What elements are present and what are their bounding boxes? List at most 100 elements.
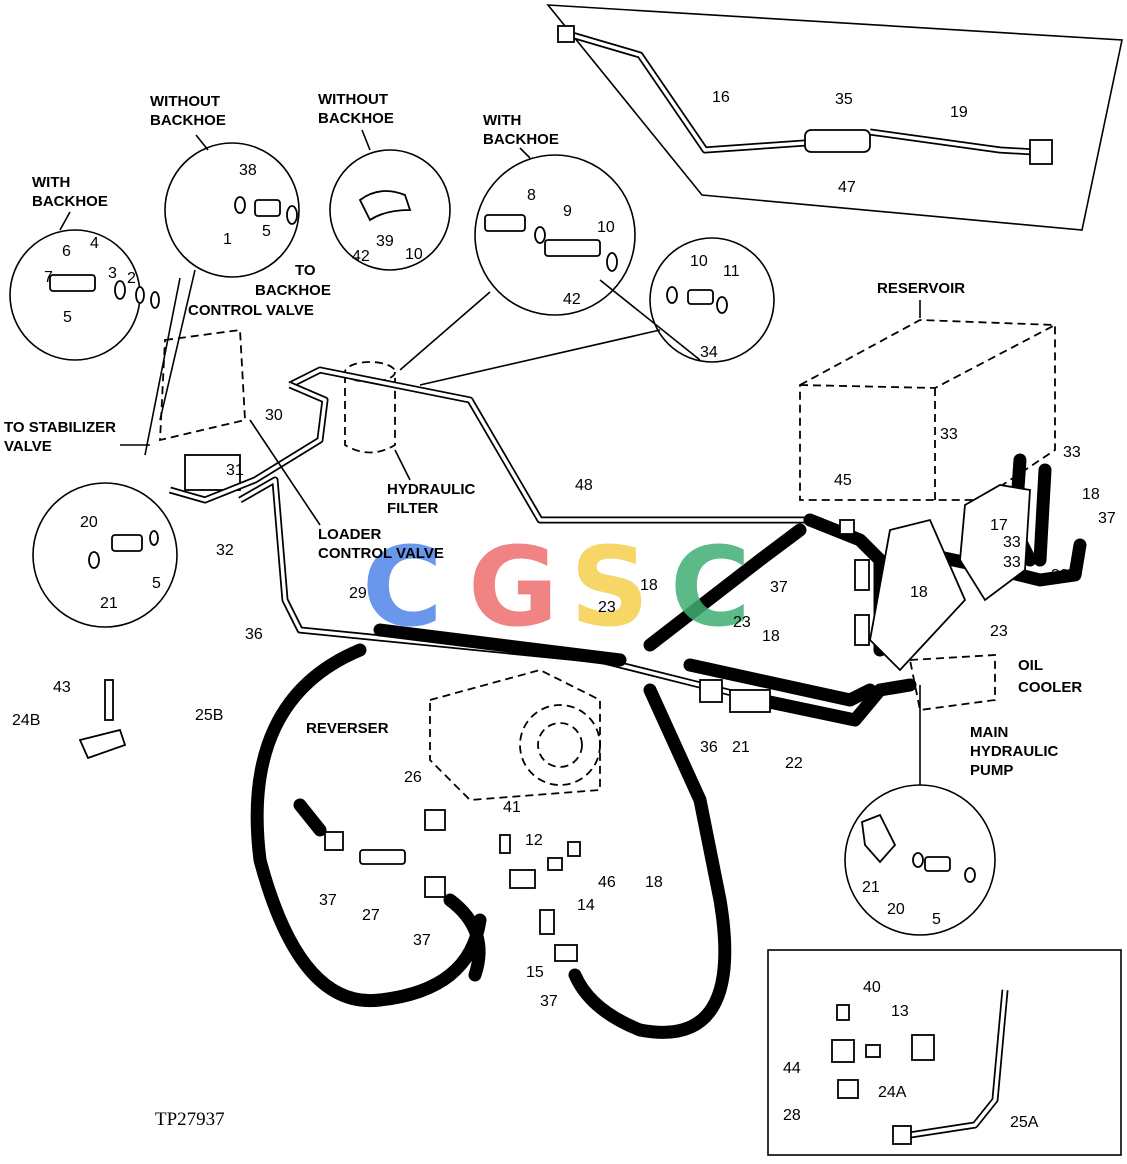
label-reverser: REVERSER xyxy=(306,720,389,737)
callout-40: 40 xyxy=(863,979,881,996)
callout-33b: 33 xyxy=(1063,444,1081,461)
callout-9: 9 xyxy=(563,203,572,220)
callout-20b: 20 xyxy=(887,901,905,918)
callout-30: 30 xyxy=(265,407,283,424)
callout-37a: 37 xyxy=(770,579,788,596)
callout-27: 27 xyxy=(362,907,380,924)
main-hydraulic-pump xyxy=(908,654,996,712)
callout-5b: 5 xyxy=(262,223,271,240)
detail-parts xyxy=(49,190,976,883)
callout-23a: 23 xyxy=(598,599,616,616)
label-to-stabilizer-2: VALVE xyxy=(4,438,52,455)
callout-37d: 37 xyxy=(413,932,431,949)
figure-id: TP27937 xyxy=(155,1109,225,1130)
label-to-backhoe-cv-1: TO xyxy=(295,262,316,279)
label-main-pump-1: MAIN xyxy=(970,724,1008,741)
label-to-backhoe-cv-3: CONTROL VALVE xyxy=(188,302,314,319)
label-oil-cooler-1: OIL xyxy=(1018,657,1043,674)
label-with-backhoe-right-2: BACKHOE xyxy=(483,131,559,148)
watermark-letter-s: S xyxy=(570,523,649,651)
callout-45: 45 xyxy=(834,472,852,489)
callout-38: 38 xyxy=(239,162,257,179)
callout-43: 43 xyxy=(53,679,71,696)
callout-10c: 10 xyxy=(690,253,708,270)
callout-47: 47 xyxy=(838,179,856,196)
callout-35: 35 xyxy=(835,91,853,108)
reverser xyxy=(429,669,601,801)
label-without-backhoe-1-2: BACKHOE xyxy=(150,112,226,129)
watermark: C G S C xyxy=(362,523,751,651)
callout-19: 19 xyxy=(950,104,968,121)
callout-13: 13 xyxy=(891,1003,909,1020)
label-with-backhoe-left-2: BACKHOE xyxy=(32,193,108,210)
callout-8: 8 xyxy=(527,187,536,204)
callout-41: 41 xyxy=(503,799,521,816)
watermark-letter-g: G xyxy=(468,523,558,651)
callout-23c: 23 xyxy=(990,623,1008,640)
callout-33a: 33 xyxy=(940,426,958,443)
callout-39: 39 xyxy=(376,233,394,250)
callout-44: 44 xyxy=(783,1060,801,1077)
callout-18b: 18 xyxy=(762,628,780,645)
callout-10a: 10 xyxy=(597,219,615,236)
callout-37c: 37 xyxy=(319,892,337,909)
callout-33d: 33 xyxy=(1003,554,1021,571)
callout-10b: 10 xyxy=(405,246,423,263)
callout-48: 48 xyxy=(575,477,593,494)
oil-cooler xyxy=(869,518,967,672)
callout-24A: 24A xyxy=(878,1084,907,1101)
hoses xyxy=(250,453,1087,1039)
callout-6: 6 xyxy=(62,243,71,260)
label-hydraulic-filter-2: FILTER xyxy=(387,500,439,517)
callout-22: 22 xyxy=(785,755,803,772)
callout-4: 4 xyxy=(90,235,99,252)
callout-20a: 20 xyxy=(80,514,98,531)
callout-7: 7 xyxy=(44,269,53,286)
callout-numbers: 1 2 3 4 5 5 5 5 6 7 8 9 10 10 10 11 12 1… xyxy=(12,89,1116,1131)
callout-18a: 18 xyxy=(640,577,658,594)
callout-34: 34 xyxy=(700,344,718,361)
callout-5a: 5 xyxy=(63,309,72,326)
leader-lines xyxy=(59,129,921,785)
callout-17: 17 xyxy=(990,517,1008,534)
callout-18c: 18 xyxy=(910,584,928,601)
inset-bottom-right xyxy=(767,949,1122,1156)
callout-21a: 21 xyxy=(100,595,118,612)
label-oil-cooler-2: COOLER xyxy=(1018,679,1082,696)
callout-15: 15 xyxy=(526,964,544,981)
callout-31: 31 xyxy=(226,462,244,479)
callout-28: 28 xyxy=(783,1107,801,1124)
callout-5c: 5 xyxy=(152,575,161,592)
callout-1: 1 xyxy=(223,231,232,248)
callout-21b: 21 xyxy=(732,739,750,756)
section-labels: WITH BACKHOE WITHOUT BACKHOE WITHOUT BAC… xyxy=(4,91,1082,779)
label-to-backhoe-cv-2: BACKHOE xyxy=(255,282,331,299)
callout-14: 14 xyxy=(577,897,595,914)
callout-21c: 21 xyxy=(862,879,880,896)
callout-18e: 18 xyxy=(645,874,663,891)
loader-control-valve xyxy=(159,328,246,491)
label-main-pump-3: PUMP xyxy=(970,762,1013,779)
callout-46: 46 xyxy=(598,874,616,891)
callout-29: 29 xyxy=(349,585,367,602)
callout-32: 32 xyxy=(216,542,234,559)
callout-42a: 42 xyxy=(352,248,370,265)
callout-3: 3 xyxy=(108,265,117,282)
callout-25B: 25B xyxy=(195,707,223,724)
callout-2: 2 xyxy=(127,270,136,287)
label-loader-cv-2: CONTROL VALVE xyxy=(318,545,444,562)
watermark-letter-c2: C xyxy=(670,523,751,651)
label-loader-cv-1: LOADER xyxy=(318,526,382,543)
inset-top-right xyxy=(546,4,1123,231)
callout-16: 16 xyxy=(712,89,730,106)
callout-33e: 33 xyxy=(1051,567,1069,584)
callout-18d: 18 xyxy=(1082,486,1100,503)
callout-24B: 24B xyxy=(12,712,40,729)
label-without-backhoe-2-2: BACKHOE xyxy=(318,110,394,127)
callout-26: 26 xyxy=(404,769,422,786)
callout-37b: 37 xyxy=(1098,510,1116,527)
loose-parts xyxy=(78,519,870,962)
callout-37e: 37 xyxy=(540,993,558,1010)
callout-11: 11 xyxy=(723,263,740,280)
watermark-letter-c1: C xyxy=(362,523,443,651)
